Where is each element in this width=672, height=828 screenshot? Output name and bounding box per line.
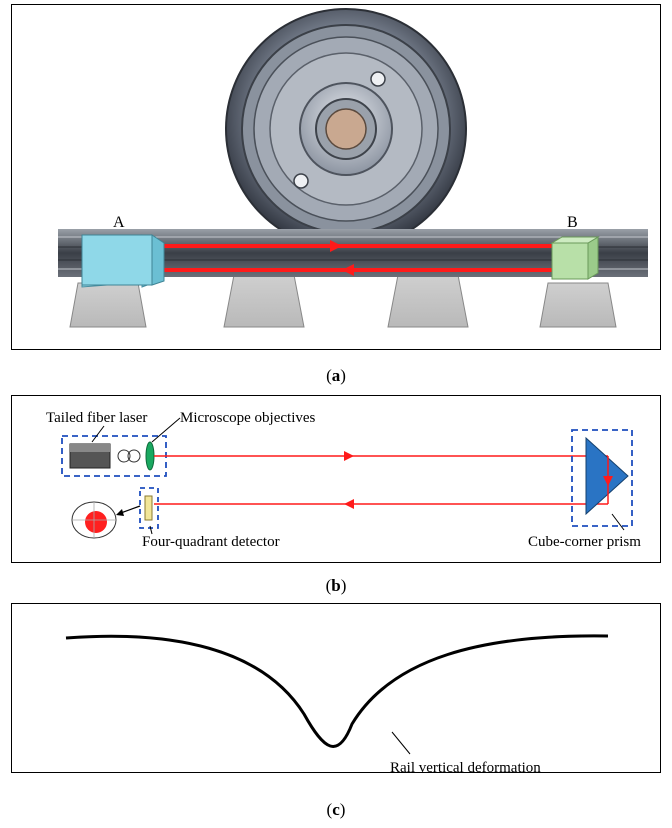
sleepers (69, 274, 617, 328)
label-four-quadrant-detector: Four-quadrant detector (142, 534, 280, 550)
sleeper (387, 274, 469, 328)
deformation-curve (65, 634, 609, 748)
caption-c: (c) (326, 800, 346, 819)
panel-a: A B (11, 4, 661, 350)
panel-b-diagram: Tailed fiber laser Microscope objectives… (46, 410, 641, 550)
panel-b: Tailed fiber laser Microscope objectives… (11, 395, 661, 563)
caption-a: (a) (326, 366, 346, 385)
deformation-pointer (391, 731, 411, 755)
prism-dashed-box (571, 429, 633, 527)
label-microscope-objectives: Microscope objectives (180, 410, 316, 426)
beam-arrow-left-icon (342, 264, 354, 276)
fiber-coil-icon (117, 449, 131, 463)
label-rail-vertical-deformation: Rail vertical deformation (390, 760, 541, 776)
label-a: A (113, 214, 125, 231)
wheel (225, 8, 467, 250)
laser-spot-icon (85, 511, 107, 533)
panel-c-diagram: Rail vertical deformation (65, 634, 609, 776)
prism-pointer (611, 513, 625, 531)
sensor-a-box (81, 234, 165, 288)
lens-icon (145, 441, 155, 471)
sleeper (69, 282, 147, 328)
label-b: B (567, 214, 578, 231)
caption-a-letter: a (331, 366, 341, 385)
label-tailed-fiber-laser: Tailed fiber laser (46, 410, 147, 426)
beam-arrow-right-icon (344, 451, 354, 461)
detector-dashed-box (139, 487, 159, 529)
panel-c: Rail vertical deformation (11, 603, 661, 776)
detector-icon (144, 495, 153, 521)
sensor-b-box (550, 236, 600, 280)
beam-arrow-right-icon (330, 240, 342, 252)
sleeper (223, 274, 305, 328)
caption-b: (b) (325, 576, 347, 595)
caption-b-letter: b (331, 576, 341, 595)
pointer-arrow-icon (116, 509, 124, 516)
sleeper (539, 282, 617, 328)
caption-c-letter: c (332, 800, 340, 819)
beam-arrow-left-icon (344, 499, 354, 509)
label-cube-corner-prism: Cube-corner prism (528, 534, 641, 550)
panel-a-diagram: A B (58, 8, 648, 328)
laser-beams (152, 240, 552, 276)
